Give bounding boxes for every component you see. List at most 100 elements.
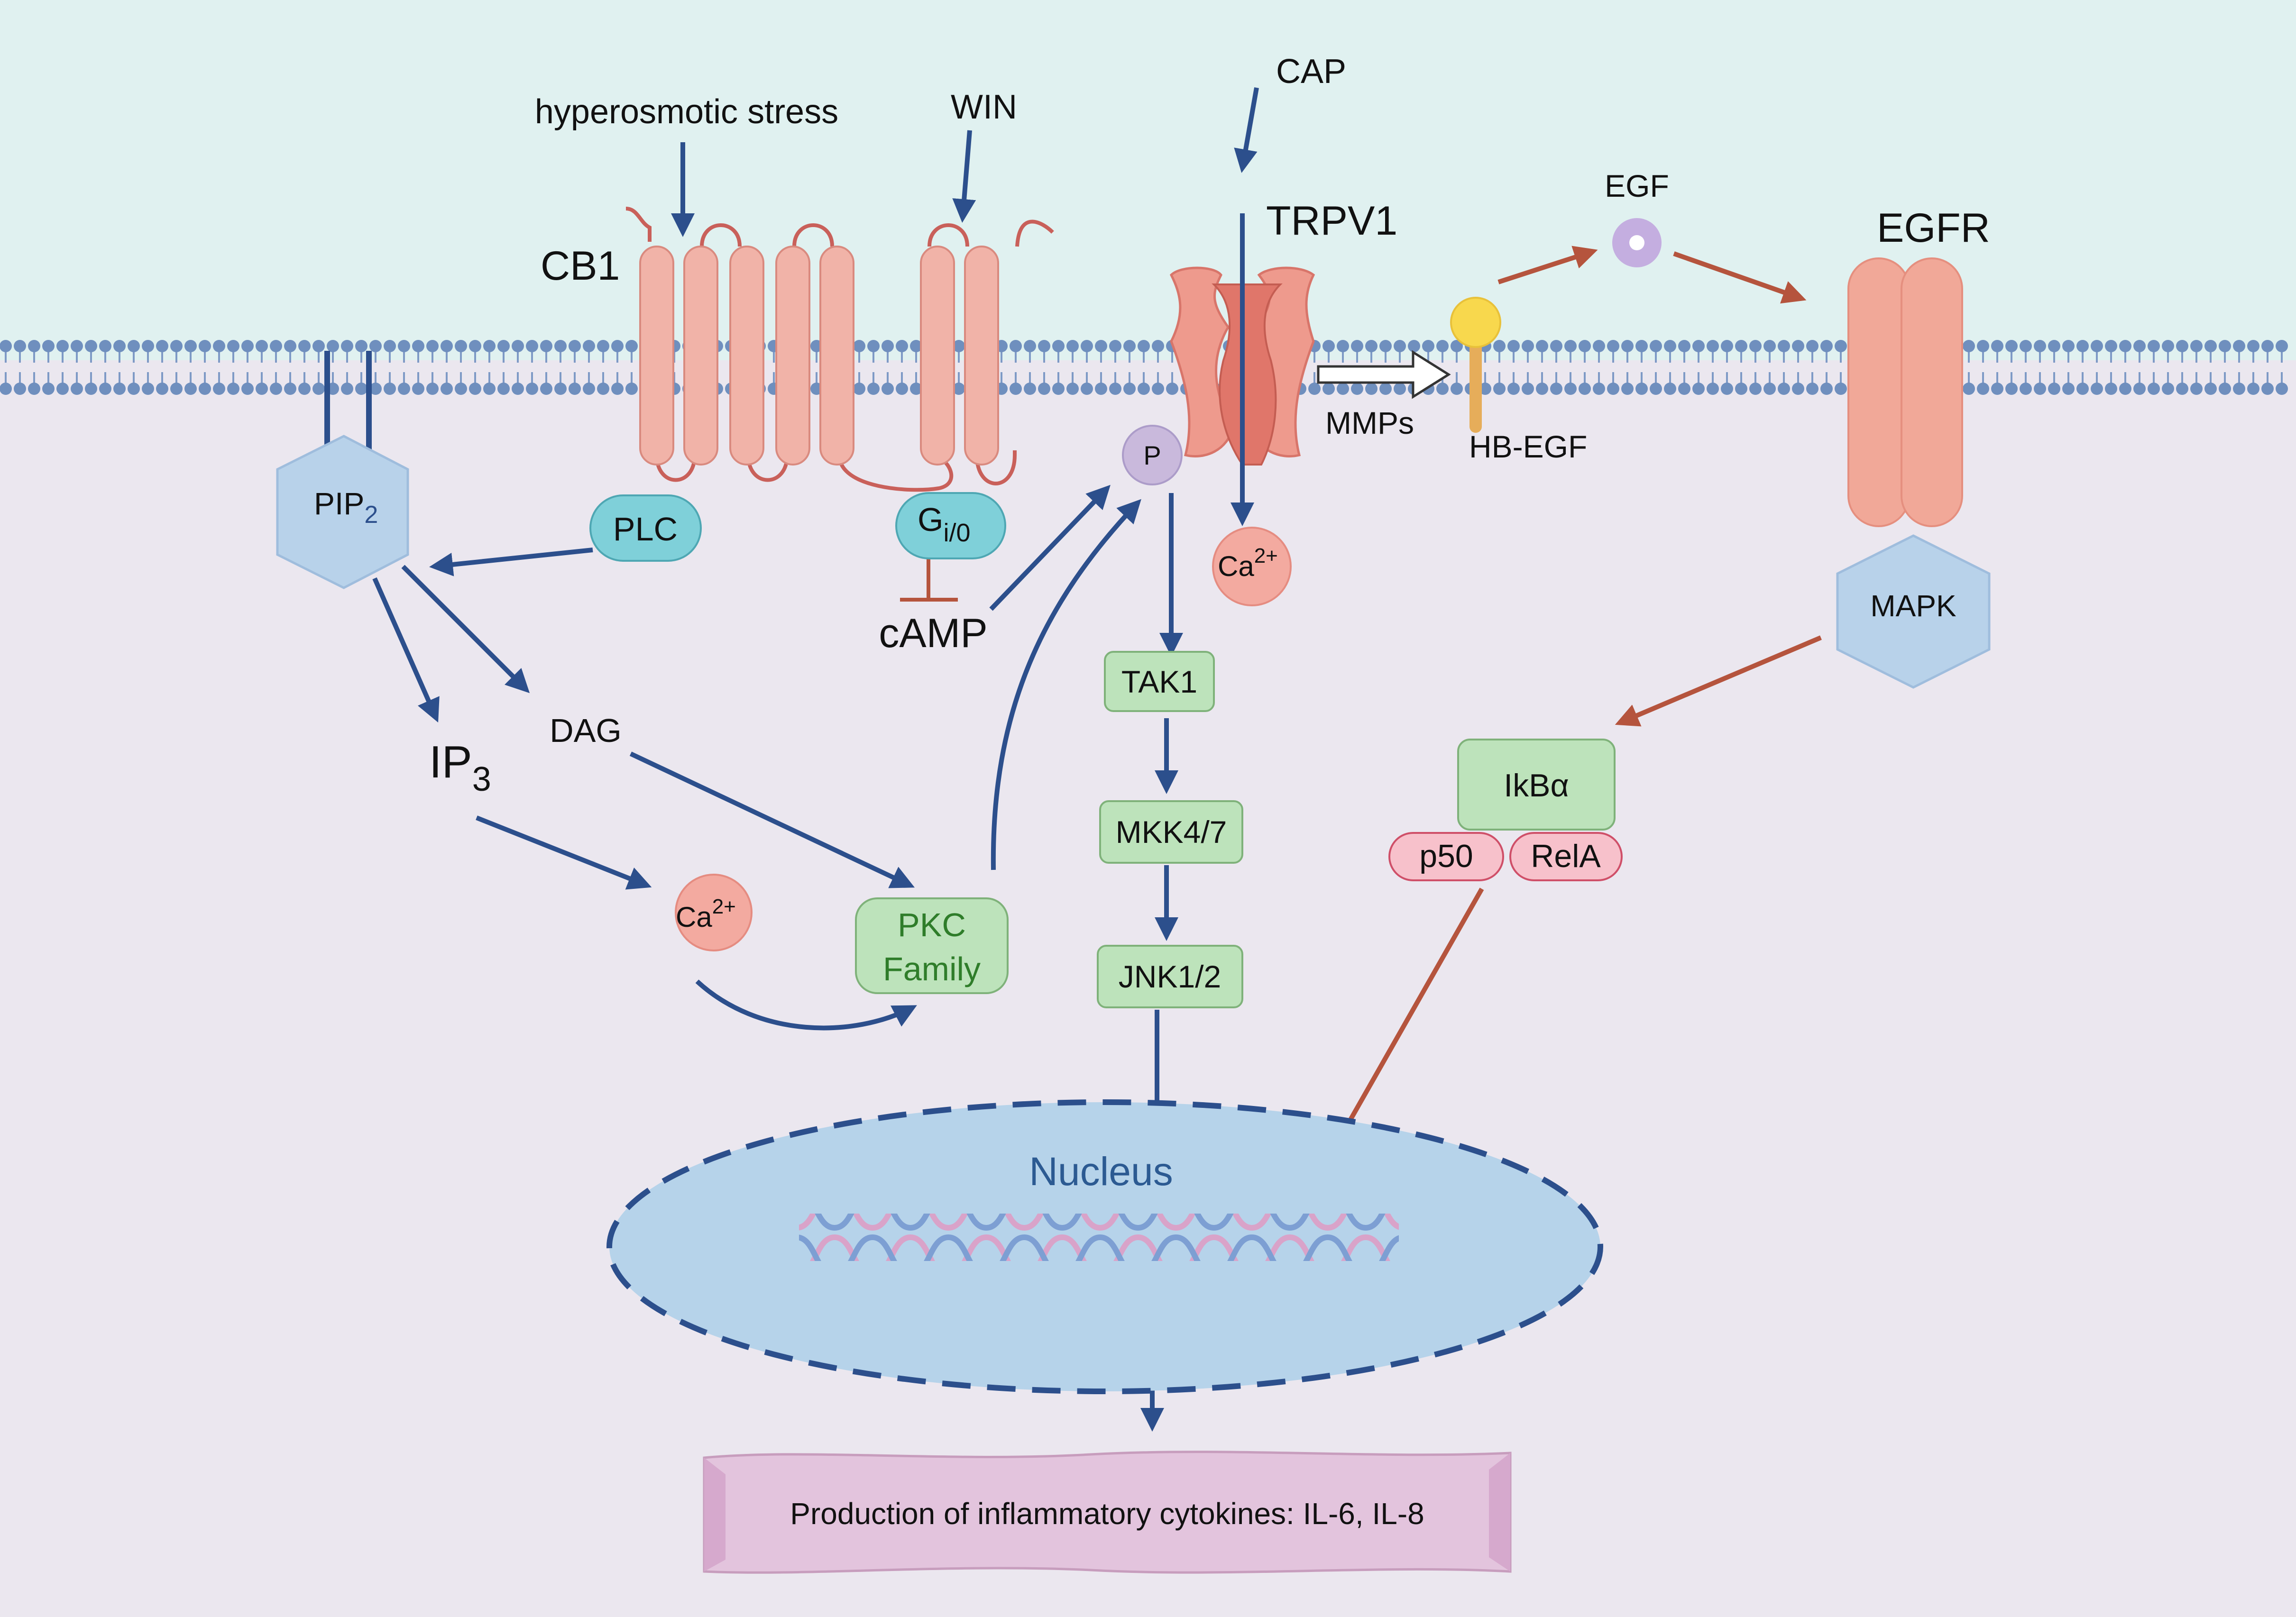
lipid-head: [2276, 340, 2288, 352]
lipid-head: [554, 383, 567, 395]
lipid-head: [227, 340, 239, 352]
lipid-head: [2133, 340, 2146, 352]
lipid-head: [426, 340, 439, 352]
lipid-head: [1138, 340, 1150, 352]
lipid-head: [1991, 383, 2003, 395]
lipid-head: [2005, 340, 2018, 352]
lipid-head: [625, 340, 638, 352]
lipid-head: [2204, 340, 2217, 352]
arrow-camp-p: [989, 484, 1111, 611]
arrow-pkc-p: [991, 499, 1141, 870]
mkk-box: [1099, 800, 1243, 864]
arrow-egf-egfr: [1673, 251, 1807, 304]
lipid-head: [882, 383, 894, 395]
lipid-head: [1308, 383, 1321, 395]
lipid-head: [2261, 383, 2274, 395]
lipid-head: [1138, 383, 1150, 395]
lipid-head: [554, 340, 567, 352]
lipid-head: [2247, 340, 2259, 352]
lipid-head: [1735, 383, 1747, 395]
lipid-head: [2091, 383, 2103, 395]
gi0-label: Gi/0: [918, 501, 971, 547]
lipid-head: [256, 340, 268, 352]
lipid-head: [1763, 383, 1776, 395]
lipid-head: [1792, 383, 1804, 395]
plc-box: [589, 494, 702, 562]
hyperosmotic-label: hyperosmotic stress: [535, 93, 838, 131]
output-label: Production of inflammatory cytokines: IL…: [790, 1497, 1424, 1531]
lipid-head: [85, 383, 97, 395]
arrow-hbegf-egf: [1497, 246, 1598, 284]
lipid-head: [1749, 340, 1762, 352]
lipid-head: [1650, 383, 1662, 395]
lipid-head: [99, 383, 111, 395]
lipid-head: [1038, 340, 1050, 352]
plc-label: PLC: [613, 511, 678, 548]
lipid-head: [1664, 340, 1676, 352]
lipid-head: [241, 383, 254, 395]
lipid-head: [1522, 340, 1534, 352]
egfr-receptor: [1847, 257, 1963, 527]
lipid-head: [1550, 383, 1562, 395]
output-banner: [703, 1451, 1512, 1574]
camp-label: cAMP: [879, 611, 987, 656]
lipid-head: [1379, 383, 1392, 395]
lipid-head: [270, 383, 282, 395]
arrow-dag-pkc: [629, 751, 915, 888]
lipid-head: [953, 383, 965, 395]
lipid-head: [1579, 340, 1591, 352]
lipid-head: [1635, 383, 1648, 395]
tak1-label: TAK1: [1121, 664, 1197, 699]
lipid-head: [1493, 340, 1506, 352]
lipid-head: [1152, 340, 1164, 352]
jnk-label: JNK1/2: [1119, 959, 1221, 994]
lipid-head: [355, 340, 367, 352]
lipid-head: [1536, 383, 1548, 395]
lipid-head: [1010, 340, 1022, 352]
lipid-head: [113, 340, 126, 352]
pip2-label: PIP2: [314, 486, 378, 529]
calcium-ion-ip3: [675, 874, 753, 951]
lipid-head: [1806, 340, 1818, 352]
lipid-head: [56, 340, 69, 352]
lipid-head: [199, 383, 211, 395]
pkc-label-line1: PKC: [898, 906, 966, 943]
pkc-box: [855, 897, 1009, 994]
lipid-head: [1351, 383, 1363, 395]
lipid-head: [384, 340, 396, 352]
lipid-head: [1322, 383, 1335, 395]
lipid-head: [882, 340, 894, 352]
lipid-head: [1735, 340, 1747, 352]
lipid-head: [28, 383, 40, 395]
lipid-head: [569, 340, 581, 352]
lipid-head: [1109, 340, 1121, 352]
lipid-head: [1322, 340, 1335, 352]
egf-label: EGF: [1605, 168, 1669, 203]
cb1-receptor: [625, 207, 1054, 492]
mmps-label: MMPs: [1325, 405, 1414, 440]
lipid-head: [1564, 383, 1577, 395]
lipid-head: [2048, 383, 2060, 395]
arrow-pip2-dag: [401, 565, 530, 694]
lipid-head: [0, 340, 12, 352]
lipid-head: [1394, 383, 1406, 395]
lipid-head: [184, 340, 197, 352]
lipid-head: [1337, 340, 1349, 352]
lipid-head: [1010, 383, 1022, 395]
lipid-head: [2105, 383, 2117, 395]
lipid-head: [1436, 383, 1449, 395]
lipid-head: [384, 383, 396, 395]
lipid-head: [2261, 340, 2274, 352]
lipid-head: [1593, 383, 1605, 395]
arrow-pip2-ip3: [372, 577, 440, 723]
lipid-head: [2020, 340, 2032, 352]
lipid-head: [85, 340, 97, 352]
lipid-head: [1778, 340, 1790, 352]
lipid-head: [853, 340, 865, 352]
lipid-head: [71, 383, 83, 395]
lipid-head: [497, 340, 510, 352]
lipid-head: [2076, 383, 2089, 395]
lipid-head: [1977, 340, 1989, 352]
lipid-head: [2204, 383, 2217, 395]
lipid-head: [526, 340, 538, 352]
